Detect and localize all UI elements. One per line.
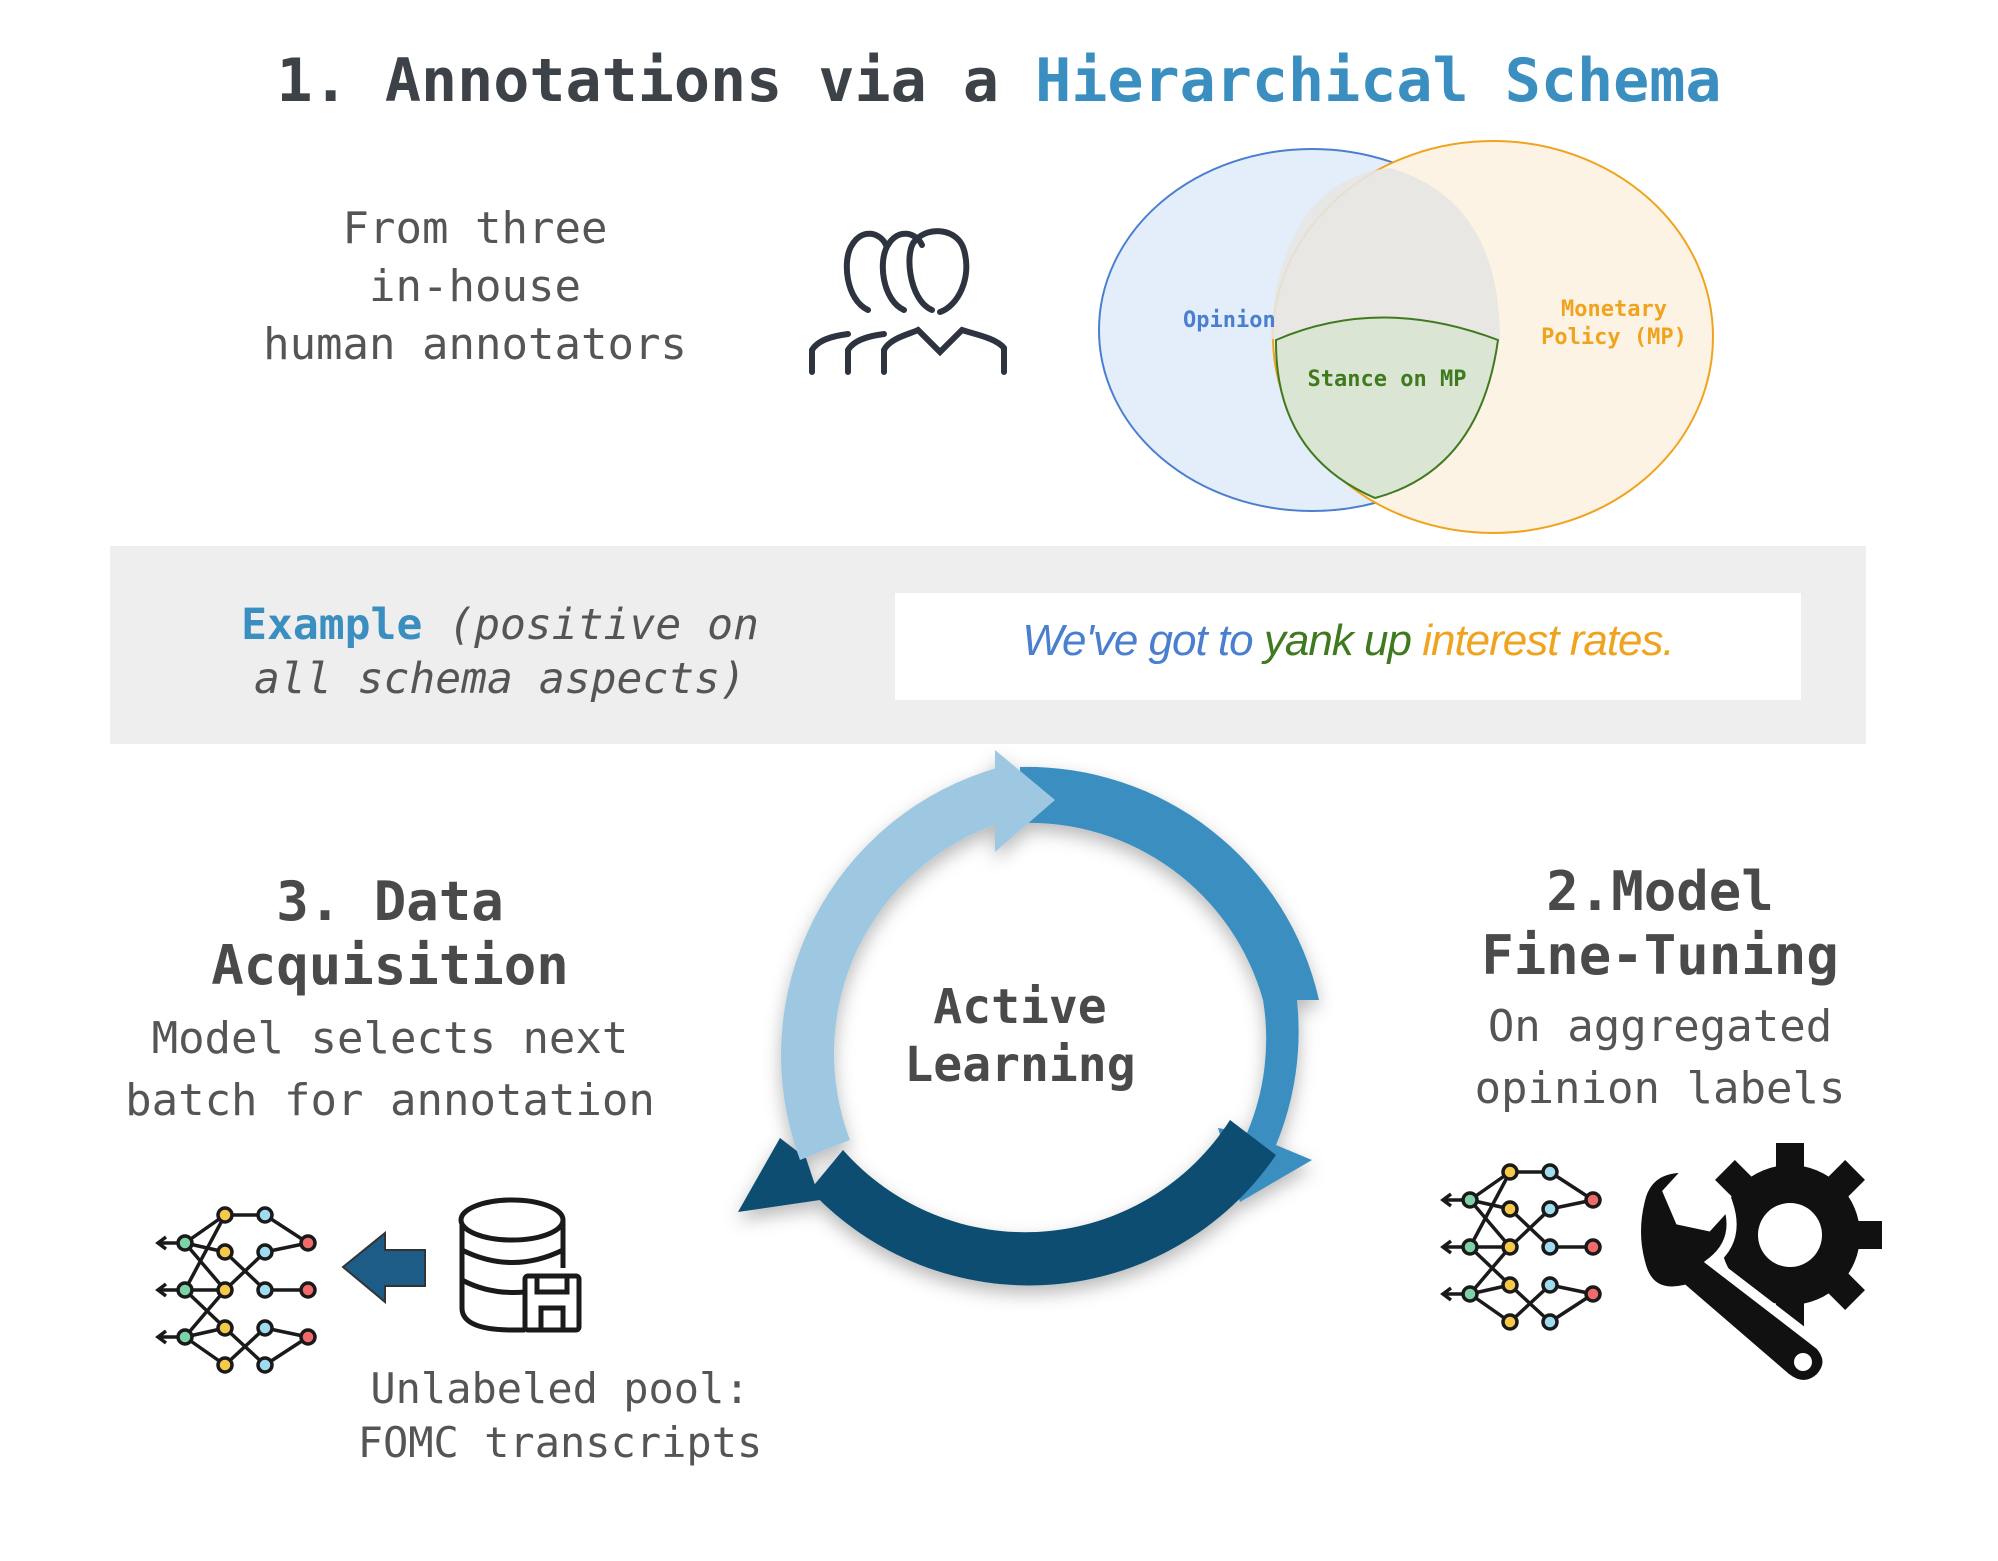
step2-title-line-1: 2.Model xyxy=(1546,860,1774,923)
cycle-label-line-2: Learning xyxy=(904,1037,1136,1093)
venn-stance-label: Stance on MP xyxy=(1308,367,1467,392)
arrow-light-head xyxy=(995,750,1055,852)
pool-line-2: FOMC transcripts xyxy=(357,1418,763,1467)
step3-desc-line-1: Model selects next xyxy=(151,1013,629,1064)
annotators-text: From three in-house human annotators xyxy=(200,200,750,374)
venn-opinion-label: Opinion xyxy=(1183,308,1276,333)
example-note-line-2: all schema aspects) xyxy=(254,654,746,704)
annotators-line-3: human annotators xyxy=(263,319,687,370)
quote-box xyxy=(895,593,1801,700)
quote-part-opinion: We've got to xyxy=(1022,616,1264,665)
venn-diagram: Opinion Monetary Policy (MP) Stance on M… xyxy=(1098,140,1714,534)
step2-title: 2.Model Fine-Tuning xyxy=(1440,860,1880,988)
venn-mp-label-2: Policy (MP) xyxy=(1541,325,1687,350)
example-label: Example (positive on all schema aspects) xyxy=(200,598,800,706)
unlabeled-pool-text: Unlabeled pool: FOMC transcripts xyxy=(330,1362,790,1470)
left-arrow-icon xyxy=(341,1230,426,1305)
neural-network-icon-right xyxy=(1440,1163,1602,1331)
step2-desc-line-1: On aggregated xyxy=(1487,1001,1833,1052)
step3-title-line-2: Acquisition xyxy=(211,934,569,997)
cycle-label-line-1: Active xyxy=(933,979,1107,1035)
step2-description: On aggregated opinion labels xyxy=(1440,996,1880,1120)
annotators-line-1: From three xyxy=(342,203,608,254)
title-prefix: 1. Annotations via a xyxy=(276,46,1036,116)
wrench-gear-icon xyxy=(1631,1143,1882,1390)
example-quote: We've got to yank up interest rates. xyxy=(895,616,1801,666)
example-note-line-1: (positive on xyxy=(448,600,759,650)
neural-network-icon xyxy=(155,1206,317,1374)
step3-desc-line-2: batch for annotation xyxy=(125,1075,655,1126)
step2-title-line-2: Fine-Tuning xyxy=(1481,924,1839,987)
quote-part-mp: interest rates. xyxy=(1410,616,1675,665)
annotators-line-2: in-house xyxy=(369,261,581,312)
step3-title: 3. Data Acquisition xyxy=(110,870,670,998)
step3-title-line-1: 3. Data xyxy=(276,870,504,933)
active-learning-cycle xyxy=(738,750,1319,1286)
title-highlight: Hierarchical Schema xyxy=(1035,46,1722,116)
page-title: 1. Annotations via a Hierarchical Schema xyxy=(0,46,1998,116)
database-icon xyxy=(458,1197,582,1333)
active-learning-label: Active Learning xyxy=(880,978,1160,1094)
pool-line-1: Unlabeled pool: xyxy=(370,1364,750,1413)
example-heading: Example xyxy=(241,600,423,650)
venn-mp-label-1: Monetary xyxy=(1561,297,1667,322)
people-icon xyxy=(809,228,1007,375)
step3-description: Model selects next batch for annotation xyxy=(100,1008,680,1132)
venn-stance-region xyxy=(1274,316,1500,500)
quote-part-stance: yank up xyxy=(1263,616,1412,665)
step2-desc-line-2: opinion labels xyxy=(1474,1063,1846,1114)
